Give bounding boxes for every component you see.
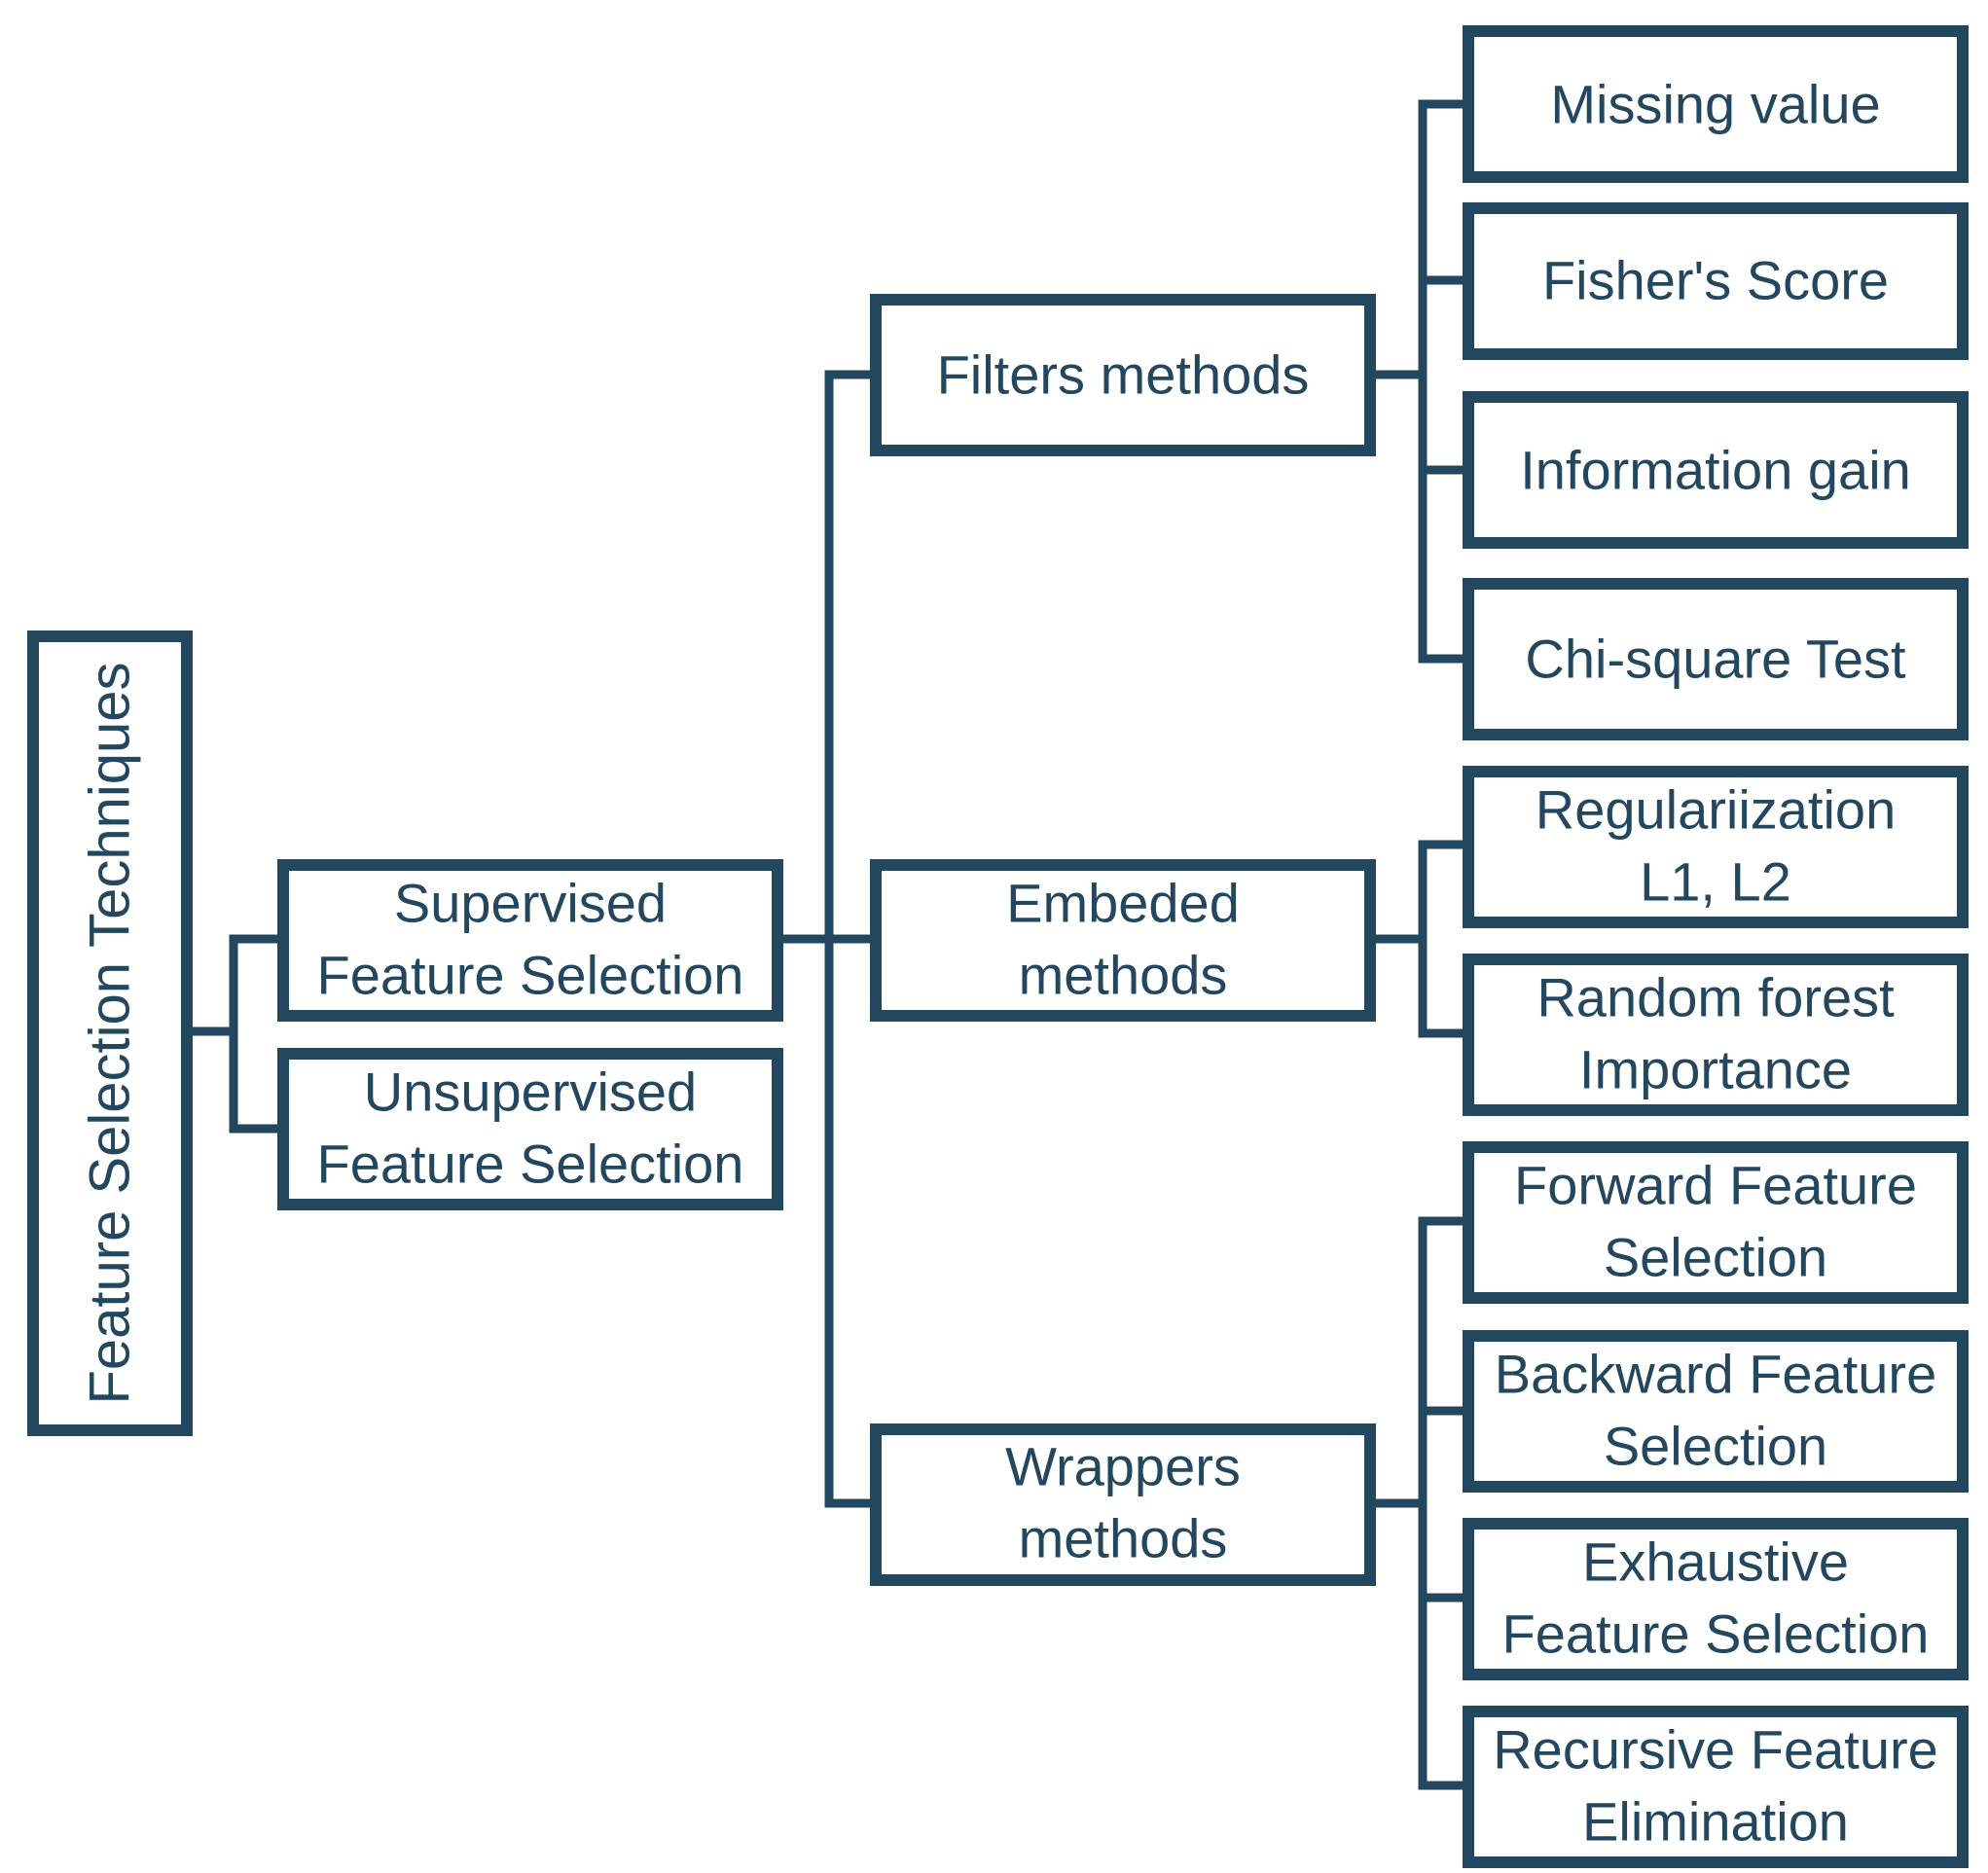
node-label: Fisher's Score: [1542, 250, 1889, 311]
connector-filters-to-children: [1367, 99, 1472, 664]
node-exhaustive-feature-selection: Exhaustive Feature Selection: [1463, 1518, 1969, 1680]
connector-supervised-to-methods: [774, 370, 879, 1508]
node-unsupervised-feature-selection: Unsupervised Feature Selection: [277, 1048, 783, 1210]
node-label-line1: Unsupervised: [364, 1062, 697, 1123]
node-label-line2: Selection: [1604, 1416, 1827, 1477]
node-fishers-score: Fisher's Score: [1463, 202, 1969, 360]
node-box: [1463, 766, 1969, 928]
node-label-line1: Backward Feature: [1495, 1344, 1936, 1405]
node-forward-feature-selection: Forward Feature Selection: [1463, 1141, 1969, 1304]
node-backward-feature-selection: Backward Feature Selection: [1463, 1330, 1969, 1493]
node-label-line1: Wrappers: [1005, 1436, 1241, 1497]
node-label-line1: Regulariization: [1536, 779, 1896, 841]
node-box: [1463, 954, 1969, 1116]
node-feature-selection-techniques: Feature Selection Techniques: [27, 630, 193, 1436]
node-box: [1463, 1330, 1969, 1493]
connector-embedded-to-children: [1367, 840, 1472, 1038]
node-box: [870, 859, 1376, 1022]
node-label-line1: Supervised: [394, 873, 667, 934]
node-label-line2: Feature Selection: [317, 945, 744, 1006]
node-label-line1: Exhaustive: [1582, 1531, 1849, 1593]
node-label-line2: Feature Selection: [1502, 1603, 1930, 1665]
connector-wrappers-to-children: [1367, 1216, 1472, 1790]
node-label-line1: Recursive Feature: [1493, 1719, 1938, 1781]
node-label-line2: methods: [1019, 1508, 1228, 1569]
node-wrappers-methods: Wrappers methods: [870, 1423, 1376, 1586]
node-label: Information gain: [1520, 440, 1911, 501]
node-label-line2: Feature Selection: [317, 1134, 744, 1195]
node-box: [1463, 25, 1969, 183]
node-label-line1: Forward Feature: [1514, 1155, 1917, 1216]
node-box: [1463, 391, 1969, 549]
node-supervised-feature-selection: Supervised Feature Selection: [277, 859, 783, 1022]
node-label-line2: methods: [1019, 945, 1228, 1006]
connector-root-to-level1: [184, 934, 287, 1134]
node-box: [277, 1048, 783, 1210]
node-label: Missing value: [1550, 74, 1880, 135]
node-label-line1: Random forest: [1536, 967, 1895, 1028]
node-regularization-l1-l2: Regulariization L1, L2: [1463, 766, 1969, 928]
node-embedded-methods: Embeded methods: [870, 859, 1376, 1022]
node-label: Chi-square Test: [1525, 629, 1906, 690]
node-recursive-feature-elimination: Recursive Feature Elimination: [1463, 1706, 1969, 1868]
node-information-gain: Information gain: [1463, 391, 1969, 549]
connectors: [184, 99, 1472, 1790]
node-box: [1463, 1706, 1969, 1868]
node-random-forest-importance: Random forest Importance: [1463, 954, 1969, 1116]
node-label: Filters methods: [937, 344, 1310, 406]
node-label-line1: Embeded: [1006, 873, 1240, 934]
node-box: [870, 1423, 1376, 1586]
node-box: [27, 630, 193, 1436]
node-box: [277, 859, 783, 1022]
node-box: [1463, 1518, 1969, 1680]
node-label: Feature Selection Techniques: [79, 662, 142, 1404]
node-label-line2: Selection: [1604, 1227, 1827, 1288]
node-box: [870, 294, 1376, 456]
node-box: [1463, 1141, 1969, 1304]
node-box: [1463, 578, 1969, 740]
node-label-line2: Elimination: [1582, 1791, 1849, 1853]
node-missing-value: Missing value: [1463, 25, 1969, 183]
node-chi-square-test: Chi-square Test: [1463, 578, 1969, 740]
node-label-line2: Importance: [1579, 1039, 1852, 1100]
node-filters-methods: Filters methods: [870, 294, 1376, 456]
node-label-line2: L1, L2: [1640, 851, 1791, 913]
node-box: [1463, 202, 1969, 360]
